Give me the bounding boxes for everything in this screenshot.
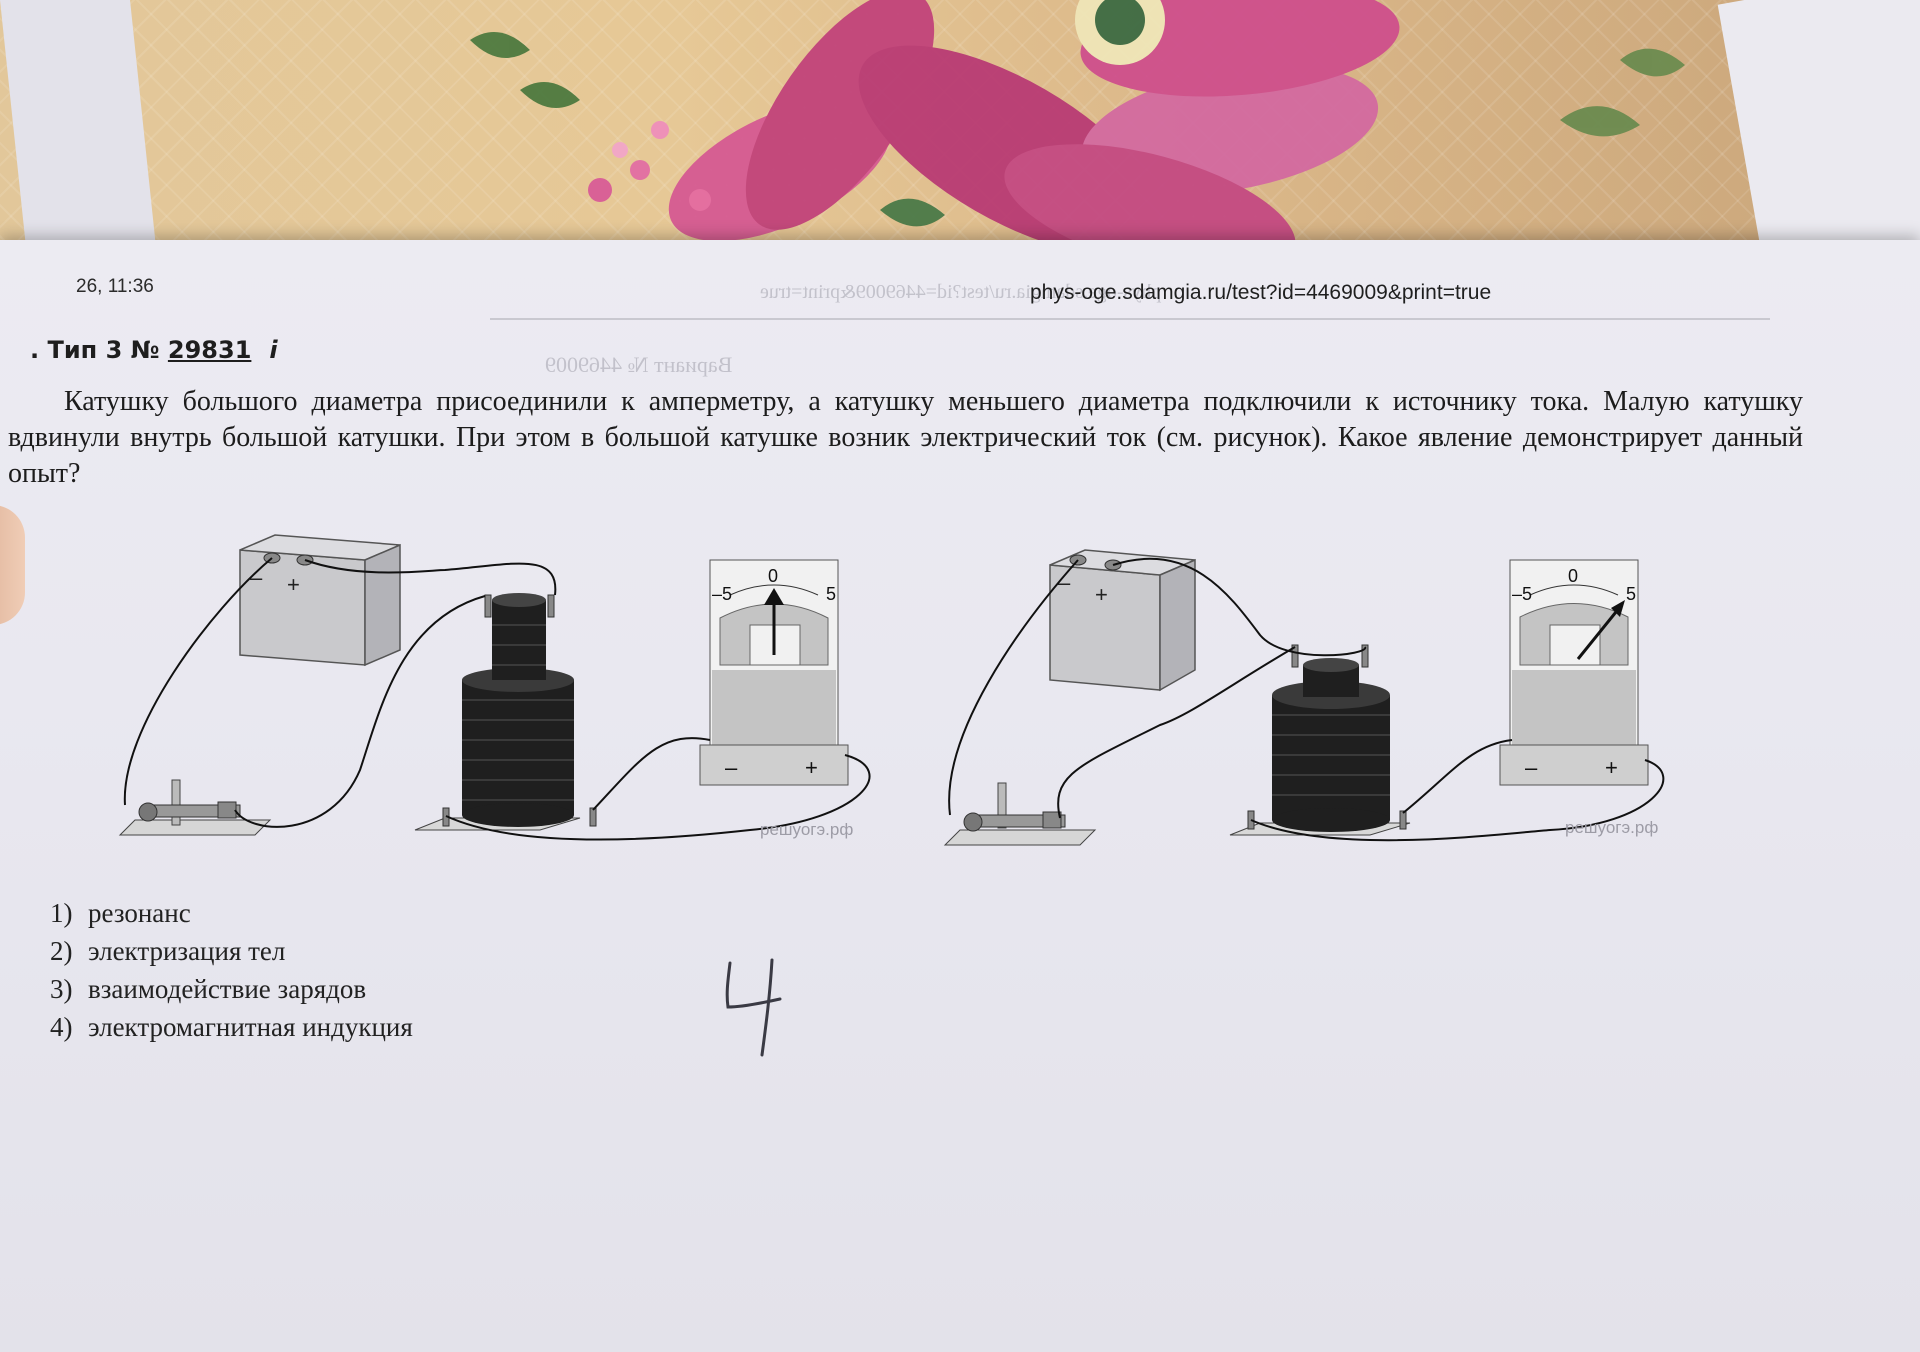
printed-page (0, 240, 1920, 1352)
show-through-variant: Вариант № 4469009 (545, 352, 733, 377)
battery-icon: – + (239, 534, 401, 667)
ammeter-plus: + (805, 755, 818, 780)
task-number: 29831 (167, 336, 252, 364)
battery-minus: – (250, 565, 263, 590)
print-url: phys-oge.sdamgia.ru/test?id=4469009&prin… (1030, 281, 1492, 304)
figure-left: – + (118, 534, 871, 841)
handwritten-answer-mark (725, 958, 782, 1057)
scale-zero-label-2: 0 (1568, 566, 1578, 586)
answer-option-4[interactable]: 4)электромагнитная индукция (50, 1012, 413, 1042)
header-rule (490, 318, 1770, 320)
ammeter-plus-2: + (1605, 755, 1618, 780)
ammeter-icon: –5 0 5 – + (699, 559, 849, 786)
battery-icon-2: – + (1049, 549, 1196, 692)
switch-icon-2 (943, 782, 1097, 846)
switch-icon (118, 779, 272, 836)
task-prefix: . Тип 3 № (30, 336, 168, 364)
info-icon: i (269, 336, 278, 364)
wires (123, 557, 871, 841)
scale-min-label: –5 (712, 584, 732, 604)
answer-options: 1)резонанс 2)электризация тел 3)взаимоде… (50, 894, 413, 1046)
print-time: 26, 11:36 (76, 276, 154, 297)
watermark-left: решуогэ.рф (760, 820, 853, 839)
scale-zero-label: 0 (768, 566, 778, 586)
battery-plus-2: + (1095, 582, 1108, 607)
finger (0, 505, 25, 625)
coil-stack-icon (414, 593, 597, 831)
task-heading: . Тип 3 № 29831 i (30, 336, 278, 364)
answer-option-2[interactable]: 2)электризация тел (50, 936, 286, 966)
question-text: Катушку большого диаметра присоединили к… (8, 386, 1803, 489)
ammeter-minus-2: – (1525, 755, 1538, 780)
figure-right: – + (943, 549, 1665, 846)
scale-max-label: 5 (826, 584, 836, 604)
wires-2 (948, 557, 1665, 842)
answer-option-1[interactable]: 1)резонанс (50, 898, 191, 928)
watermark-right: решуогэ.рф (1565, 818, 1658, 837)
answer-option-3[interactable]: 3)взаимодействие зарядов (50, 974, 367, 1004)
scale-max-label-2: 5 (1626, 584, 1636, 604)
coil-inserted-icon (1229, 644, 1411, 836)
scale-min-label-2: –5 (1512, 584, 1532, 604)
battery-minus-2: – (1058, 570, 1071, 595)
ammeter-minus: – (725, 755, 738, 780)
ammeter-icon-2: –5 0 5 – + (1499, 559, 1649, 786)
battery-plus: + (287, 572, 300, 597)
